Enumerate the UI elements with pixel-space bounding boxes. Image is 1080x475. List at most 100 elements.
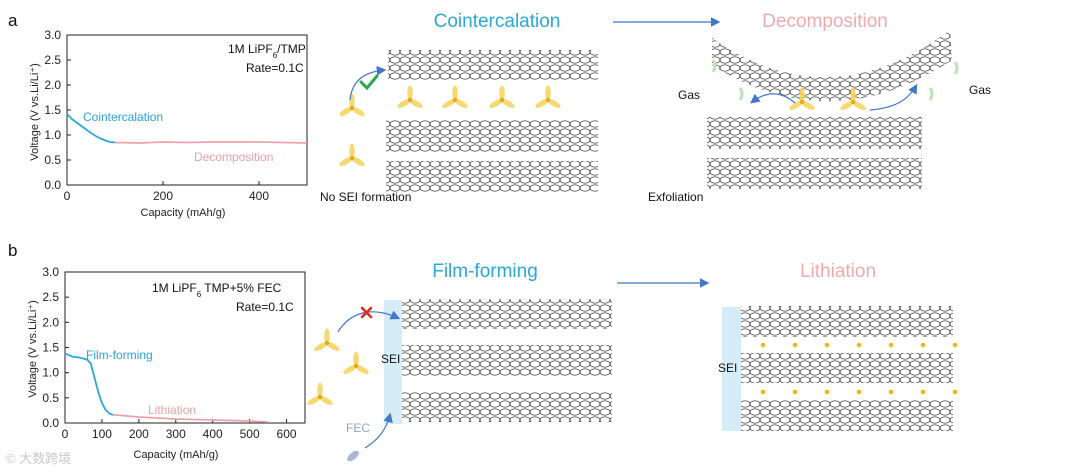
lithium-ion-dot (888, 389, 894, 395)
bent-sheet-icon (712, 30, 952, 102)
chart-b-series-2 (112, 414, 269, 423)
chart-b-curve-label-2: Lithiation (148, 403, 196, 417)
y-tick-label: 0.0 (44, 178, 61, 192)
y-tick-label: 2.5 (44, 53, 61, 67)
panel-a-label: a (8, 11, 18, 30)
molecule-icon (338, 93, 366, 118)
molecule-icon (488, 85, 516, 110)
chart-b-series-1 (64, 352, 114, 416)
lithium-ion-dot (760, 389, 766, 395)
lithium-ions (760, 342, 958, 395)
graphite-sheet-a4 (707, 117, 922, 149)
y-tick-label: 0.5 (42, 391, 59, 405)
lithium-ion-dot (888, 342, 894, 348)
chart-a-inset-line2: Rate=0.1C (246, 61, 304, 75)
x-tick-label: 0 (62, 427, 69, 441)
blocked-arrow-b (337, 310, 401, 333)
chart-a: 0.0 0.5 1.0 1.5 2.0 2.5 3.0 0 200 400 Voltage (V … (29, 28, 308, 219)
note-exfoliation: Exfoliation (648, 190, 703, 204)
graphite-sheet-b4 (741, 306, 953, 337)
lithium-ion-dot (952, 389, 958, 395)
y-tick-label: 2.5 (42, 290, 59, 304)
chart-b-curve-label-1: Film-forming (86, 348, 153, 362)
insert-arrow-a (349, 65, 387, 101)
lithium-ion-dot (856, 342, 862, 348)
gas-bubble-icon (711, 59, 717, 73)
lithium-ion-dot (824, 342, 830, 348)
chart-a-series-2 (114, 141, 308, 144)
x-tick-label: 100 (92, 427, 112, 441)
cross-icon (360, 306, 373, 319)
check-icon (359, 74, 379, 91)
chart-a-ylabel: Voltage (V vs.Li/Li⁺) (29, 63, 41, 161)
graphite-sheet-b5 (741, 353, 953, 383)
heading-decomposition: Decomposition (762, 11, 888, 32)
sei-label-b2: SEI (718, 361, 737, 375)
panel-b-label: b (8, 241, 17, 260)
fec-label: FEC (346, 421, 370, 435)
y-tick-label: 0.5 (44, 153, 61, 167)
chart-b-lines (64, 352, 269, 423)
graphite-sheet-b2 (402, 345, 612, 376)
x-tick-label: 600 (277, 427, 297, 441)
molecule-icon (306, 382, 334, 407)
lithium-ion-dot (792, 389, 798, 395)
chart-b-inset-line2: Rate=0.1C (236, 300, 294, 314)
graphite-sheet-a5 (707, 158, 922, 189)
fec-molecule-icon (347, 450, 359, 462)
note-no-sei: No SEI formation (320, 190, 411, 204)
x-tick-label: 400 (203, 427, 223, 441)
y-tick-label: 1.0 (44, 128, 61, 142)
y-tick-label: 1.5 (44, 103, 61, 117)
y-tick-label: 1.5 (42, 341, 59, 355)
chart-a-lines (66, 113, 308, 144)
lithium-ion-dot (824, 389, 830, 395)
x-tick-label: 0 (64, 189, 71, 203)
heading-cointercalation: Cointercalation (434, 11, 561, 32)
sei-label-b1: SEI (381, 352, 400, 366)
lithium-ion-dot (856, 389, 862, 395)
graphite-sheet-b1 (402, 299, 612, 329)
gas-label-left: Gas (678, 88, 700, 102)
molecule-icon (441, 85, 469, 110)
watermark: © 大数跨境 (6, 451, 71, 466)
gas-arrow-right (869, 83, 918, 111)
y-tick-label: 0.0 (42, 416, 59, 430)
graphite-sheet-a3 (386, 161, 598, 192)
gas-label-right: Gas (969, 83, 991, 97)
lithium-ion-dot (760, 342, 766, 348)
molecule-icon (338, 143, 366, 168)
molecule-icon (342, 351, 370, 376)
y-tick-label: 2.0 (42, 315, 59, 329)
graphite-sheet-a2 (386, 120, 598, 152)
x-tick-label: 500 (240, 427, 260, 441)
graphite-sheet-a1 (388, 50, 598, 80)
sei-layer-b1 (384, 300, 402, 424)
x-tick-label: 400 (249, 189, 269, 203)
molecule-icon (396, 85, 424, 110)
y-tick-label: 3.0 (44, 28, 61, 42)
gas-arrow-left (750, 93, 796, 104)
chart-b-ylabel: Voltage (V vs.Li/Li⁺) (27, 300, 39, 398)
x-tick-label: 200 (129, 427, 149, 441)
chart-a-series-1 (66, 113, 116, 144)
lithium-ion-dot (952, 342, 958, 348)
heading-film-forming: Film-forming (432, 261, 538, 282)
y-tick-label: 2.0 (44, 78, 61, 92)
fec-arrow (364, 412, 393, 449)
gas-bubble-icon (738, 87, 744, 101)
lithium-ion-dot (920, 389, 926, 395)
heading-lithiation: Lithiation (800, 261, 876, 282)
x-tick-label: 200 (153, 189, 173, 203)
graphite-sheet-b6 (741, 400, 953, 431)
chart-a-xlabel: Capacity (mAh/g) (141, 207, 226, 219)
y-tick-label: 1.0 (42, 366, 59, 380)
chart-b-inset-line1: 1M LiPF6 TMP+5% FEC (152, 281, 282, 299)
chart-a-inset-line1: 1M LiPF6/TMP (228, 42, 306, 60)
chart-a-curve-label-2: Decomposition (194, 150, 273, 164)
chart-a-ticks: 0.0 0.5 1.0 1.5 2.0 2.5 3.0 0 200 400 (44, 28, 269, 203)
